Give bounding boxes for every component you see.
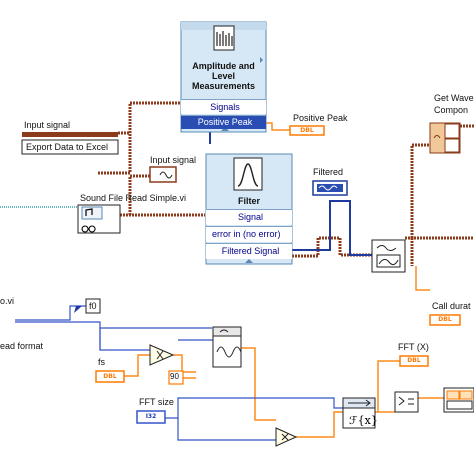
fft-x-label: FFT (X) xyxy=(398,342,429,352)
filter-error-in-terminal[interactable]: error in (no error) xyxy=(206,226,292,242)
call-duration-indicator[interactable] xyxy=(429,314,461,326)
read-format-label: ead format xyxy=(0,341,44,351)
index-array-node[interactable] xyxy=(394,391,419,413)
fft-size-label: FFT size xyxy=(139,397,174,407)
fft-size-control[interactable] xyxy=(136,410,166,424)
filtered-wave-icon xyxy=(318,185,338,191)
filter-filtered-signal-terminal[interactable]: Filtered Signal xyxy=(206,243,292,259)
multiply-node[interactable] xyxy=(149,344,175,366)
fs-label: fs xyxy=(98,357,106,367)
amplitude-title-line-3: Measurements xyxy=(191,81,256,91)
wire-input-to-amplitude xyxy=(98,101,181,175)
fs-dbl-tag: DBL xyxy=(103,373,117,380)
fs-control[interactable] xyxy=(95,370,125,383)
constant-90[interactable] xyxy=(168,370,184,385)
export-data-label: Export Data to Excel xyxy=(26,142,109,152)
positive-peak-indicator[interactable] xyxy=(289,125,325,136)
multiply-node-2[interactable] xyxy=(275,427,298,447)
fft-node[interactable]: ℱ{x} xyxy=(342,397,378,429)
input-signal-control[interactable] xyxy=(21,132,119,155)
integer-wires[interactable] xyxy=(15,305,343,441)
wire-fs xyxy=(124,354,150,377)
waveform-component-icon xyxy=(433,135,441,139)
node-expand-icon xyxy=(260,57,263,63)
filter-signal-terminal[interactable]: Signal xyxy=(206,209,292,225)
node-collapse-icon xyxy=(221,127,229,131)
filtered-label: Filtered xyxy=(313,167,344,177)
filter-curve-icon xyxy=(237,163,259,187)
vi-fragment-label: o.vi xyxy=(0,296,15,306)
input-signal-label: Input signal xyxy=(24,120,71,130)
input-signal-indicator[interactable] xyxy=(149,166,177,183)
wave-generator-node[interactable] xyxy=(212,326,242,368)
positive-peak-dbl-tag: DBL xyxy=(300,127,314,134)
wire-fft-size xyxy=(165,397,343,419)
multiply-icon xyxy=(156,350,164,360)
get-waveform-components-node[interactable] xyxy=(429,122,461,154)
call-duration-dbl-tag: DBL xyxy=(438,316,452,323)
wire-to-mult2 xyxy=(254,395,276,421)
sound-file-read-node[interactable] xyxy=(77,204,121,234)
amplitude-signals-terminal[interactable]: Signals xyxy=(181,99,266,114)
input-signal-indicator-label: Input signal xyxy=(150,155,197,165)
constant-90-value: 90 xyxy=(170,372,179,381)
filter-title: Filter xyxy=(237,196,260,206)
wire-top-long xyxy=(99,327,212,350)
wave-gen-icon xyxy=(216,346,242,358)
fft-symbol-icon: ℱ{x} xyxy=(349,414,378,427)
filtered-indicator[interactable] xyxy=(312,180,348,196)
wire-fft-x xyxy=(377,360,400,412)
positive-peak-label: Positive Peak xyxy=(293,113,348,123)
index-array-icon xyxy=(398,396,414,406)
wire-positive-peak xyxy=(264,122,290,131)
wire-filtered-to-display xyxy=(292,236,372,258)
components-label: Compon xyxy=(434,105,469,115)
waveform-display-node[interactable] xyxy=(371,239,406,273)
fft-size-i32-tag: I32 xyxy=(145,413,157,420)
amplitude-title-line-2: Level xyxy=(211,71,235,81)
wire-arrow xyxy=(74,306,82,313)
glasses-icon xyxy=(81,225,96,233)
fft-x-dbl-tag: DBL xyxy=(407,357,421,364)
amplitude-title-line-1: Amplitude and xyxy=(192,61,255,71)
call-duration-label: Call durat xyxy=(432,301,471,311)
wire-f0 xyxy=(15,305,86,321)
waveform-icon xyxy=(159,171,173,179)
waveform-wires-2[interactable] xyxy=(120,124,474,217)
wave-gen-icon-top xyxy=(219,329,229,333)
display-wave-icon xyxy=(376,245,397,251)
wire-filtered-indicator xyxy=(292,200,372,256)
amplitude-positive-peak-terminal[interactable]: Positive Peak xyxy=(181,115,266,129)
wire-mult2-out xyxy=(296,411,343,438)
music-note-icon xyxy=(85,208,93,216)
display-graph-icon xyxy=(378,258,399,266)
multiply2-icon xyxy=(281,433,289,441)
get-waveform-label: Get Wave xyxy=(434,93,474,103)
peak-detector-node[interactable] xyxy=(443,387,474,413)
wire-waveform-up xyxy=(410,143,430,238)
wire-fft-size-down xyxy=(177,418,276,441)
f0-constant[interactable] xyxy=(85,298,101,314)
f0-label: f0 xyxy=(89,301,97,311)
node-collapse-icon-filter xyxy=(245,259,253,263)
wire-call-duration xyxy=(415,266,430,291)
fft-arrows-icon xyxy=(348,399,371,407)
amplitude-icon xyxy=(216,31,233,46)
sound-file-read-label: Sound File Read Simple.vi xyxy=(80,193,187,203)
wire-mult-out xyxy=(173,354,196,373)
wire-sound-to-input xyxy=(128,174,150,215)
wire-90 xyxy=(181,372,196,379)
fft-x-indicator[interactable] xyxy=(399,355,429,367)
